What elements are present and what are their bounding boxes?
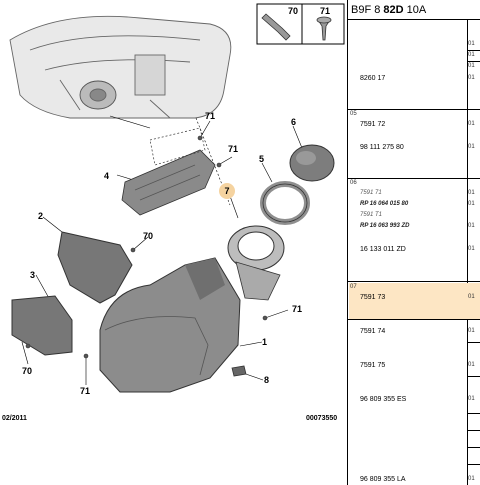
part-ref: 96 809 355 LA	[360, 476, 406, 483]
callout-6: 6	[291, 117, 297, 127]
part-6-cap	[289, 144, 335, 182]
parts-list-panel: B9F 8 82D 10A 01 01 01 8260 17 01 05 759…	[347, 0, 480, 485]
part-ref: 98 111 275 80	[360, 144, 404, 151]
part-qty: 01	[468, 362, 475, 368]
callout-5: 5	[259, 154, 265, 164]
exploded-parts-diagram: 70 71 71 6 71 5 4 7 2 70 3 71 1 70 8 71 …	[2, 3, 345, 422]
part-3-panel	[11, 295, 73, 356]
qty-column-divider	[467, 20, 468, 485]
callout-1: 1	[262, 337, 268, 347]
part-qty: 01	[468, 476, 475, 482]
diagram-drawing	[9, 3, 345, 393]
part-ref: 7591 T1	[360, 212, 383, 218]
callout-71-lower: 71	[80, 386, 91, 396]
part-ref: 7591 71	[360, 190, 382, 196]
group-06: 06	[350, 180, 357, 186]
part-qty: 01	[468, 223, 475, 229]
part-ref: 7591 73	[360, 294, 386, 301]
part-7-bezel	[227, 225, 285, 301]
part-qty: 01	[468, 121, 475, 127]
callout-71-upper: 71	[205, 111, 216, 121]
part-ref: 7591 72	[360, 121, 386, 128]
part-ref: RP 16 063 993 ZD	[360, 223, 410, 229]
selected-row-highlight	[349, 283, 480, 319]
group-05: 05	[350, 111, 357, 117]
callout-8: 8	[264, 375, 270, 385]
header-bold: 82D	[383, 4, 404, 16]
parts-header: B9F 8 82D 10A	[348, 0, 480, 20]
part-8-clip	[231, 365, 247, 377]
part-4-bracket	[121, 127, 216, 216]
part-qty: 01	[468, 294, 475, 300]
callout-71-fastener: 71	[320, 6, 331, 16]
callout-71-mid: 71	[292, 304, 303, 314]
group-07: 07	[350, 284, 357, 290]
qty-top-2: 01	[468, 52, 475, 58]
callout-70-mid: 70	[143, 231, 154, 241]
callout-4: 4	[104, 171, 110, 181]
part-qty: 01	[468, 190, 475, 196]
part-2-panel	[57, 231, 133, 304]
part-ref: 8260 17	[360, 75, 386, 82]
callout-3: 3	[30, 270, 36, 280]
callout-7: 7	[219, 183, 235, 199]
footer-date: 02/2011	[2, 415, 27, 422]
part-qty: 01	[468, 144, 475, 150]
part-5-ring	[260, 181, 310, 225]
callout-71-right: 71	[228, 144, 239, 154]
callout-70-fastener: 70	[288, 6, 299, 16]
part-ref: 96 809 355 ES	[360, 396, 407, 403]
screw-icon-70	[261, 13, 291, 41]
part-qty: 01	[468, 328, 475, 334]
part-ref: 16 133 011 ZD	[360, 246, 406, 253]
small-screws	[25, 135, 268, 359]
dashboard-overview	[9, 15, 232, 119]
callout-2: 2	[38, 211, 44, 221]
qty-top-3: 01	[468, 63, 475, 69]
part-ref: 7591 74	[360, 328, 386, 335]
part-qty: 01	[468, 246, 475, 252]
part-qty: 01	[468, 396, 475, 402]
qty-top-1: 01	[468, 41, 475, 47]
part-ref: RP 16 064 015 80	[360, 201, 409, 207]
footer-code: 00073550	[306, 415, 338, 422]
screw-icon-71	[316, 16, 332, 41]
part-qty: 01	[468, 201, 475, 207]
part-qty: 01	[468, 75, 475, 81]
part-1-shroud	[99, 257, 241, 393]
callout-70-lower: 70	[22, 366, 33, 376]
part-ref: 7591 75	[360, 362, 386, 369]
header-prefix: B9F 8	[351, 4, 381, 16]
header-suffix: 10A	[406, 4, 427, 16]
